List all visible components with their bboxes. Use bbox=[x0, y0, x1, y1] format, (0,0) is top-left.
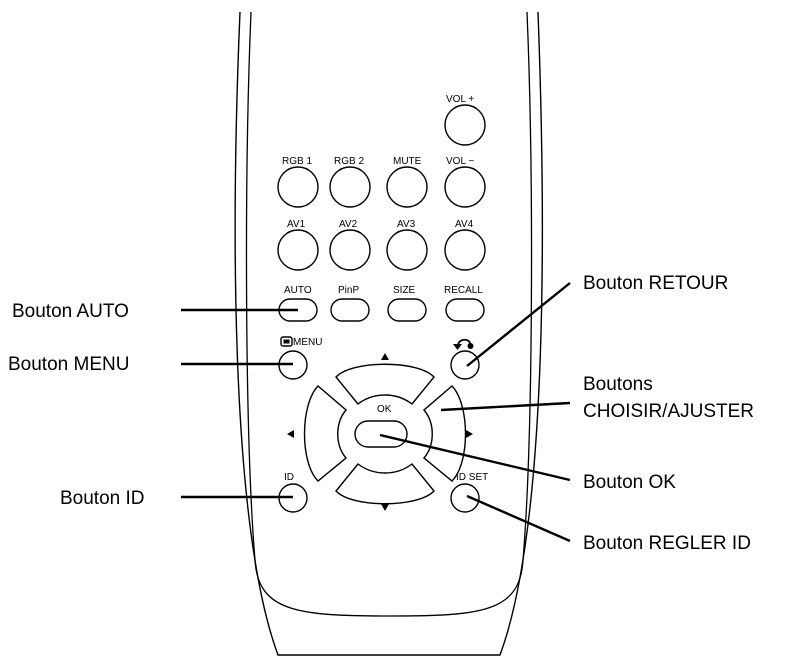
size-button[interactable] bbox=[387, 298, 427, 322]
pinp-label: PinP bbox=[338, 285, 359, 296]
av2-label: AV2 bbox=[339, 219, 358, 230]
arrow-right-icon bbox=[466, 430, 473, 438]
auto-label: AUTO bbox=[284, 285, 312, 296]
mute-button[interactable] bbox=[386, 166, 428, 208]
av4-label: AV4 bbox=[455, 219, 474, 230]
callout-choisir-line2: CHOISIR/AJUSTER bbox=[583, 401, 754, 422]
recall-label: RECALL bbox=[444, 285, 483, 296]
vol-minus-button[interactable] bbox=[444, 166, 486, 208]
callout-ok: Bouton OK bbox=[583, 472, 676, 493]
arrow-up-icon bbox=[381, 353, 389, 360]
menu-screen-icon bbox=[280, 336, 293, 347]
pinp-button[interactable] bbox=[330, 298, 370, 322]
id-set-button[interactable] bbox=[450, 483, 480, 513]
rgb1-button[interactable] bbox=[277, 166, 319, 208]
down-button[interactable] bbox=[335, 463, 435, 505]
remote-body bbox=[234, 11, 544, 656]
callout-line-ok bbox=[379, 433, 571, 482]
remote-inner-panel bbox=[245, 11, 533, 617]
av2-button[interactable] bbox=[329, 229, 371, 271]
av3-button[interactable] bbox=[386, 229, 428, 271]
rgb1-label: RGB 1 bbox=[282, 156, 312, 167]
return-arrow-icon bbox=[453, 338, 474, 350]
rgb2-label: RGB 2 bbox=[334, 156, 364, 167]
vol-plus-label: VOL + bbox=[446, 94, 474, 105]
left-button[interactable] bbox=[303, 385, 347, 482]
menu-label: MENU bbox=[293, 337, 322, 348]
mute-label: MUTE bbox=[393, 156, 422, 167]
vol-plus-button[interactable] bbox=[444, 104, 486, 146]
callout-line-regler-id bbox=[466, 494, 571, 543]
callout-retour: Bouton RETOUR bbox=[583, 273, 728, 294]
arrow-left-icon bbox=[287, 430, 294, 438]
av1-button[interactable] bbox=[277, 229, 319, 271]
arrow-down-icon bbox=[381, 504, 389, 511]
id-label: ID bbox=[284, 472, 294, 483]
rgb2-button[interactable] bbox=[329, 166, 371, 208]
recall-button[interactable] bbox=[445, 298, 485, 322]
av1-label: AV1 bbox=[287, 219, 306, 230]
callout-line-retour bbox=[466, 282, 571, 367]
return-button[interactable] bbox=[450, 350, 480, 380]
vol-minus-label: VOL − bbox=[446, 156, 474, 167]
callout-id: Bouton ID bbox=[60, 488, 145, 509]
av4-button[interactable] bbox=[444, 229, 486, 271]
av3-label: AV3 bbox=[397, 219, 416, 230]
callout-choisir-line1: Boutons bbox=[583, 374, 653, 395]
size-label: SIZE bbox=[393, 285, 416, 296]
callout-regler-id: Bouton REGLER ID bbox=[583, 533, 751, 554]
id-set-label: ID SET bbox=[456, 472, 488, 483]
callout-line-choisir bbox=[440, 401, 571, 412]
ok-button[interactable] bbox=[354, 420, 408, 448]
ok-label: OK bbox=[377, 404, 392, 415]
callout-auto: Bouton AUTO bbox=[12, 301, 129, 322]
up-button[interactable] bbox=[335, 363, 435, 405]
callout-menu: Bouton MENU bbox=[8, 354, 129, 375]
